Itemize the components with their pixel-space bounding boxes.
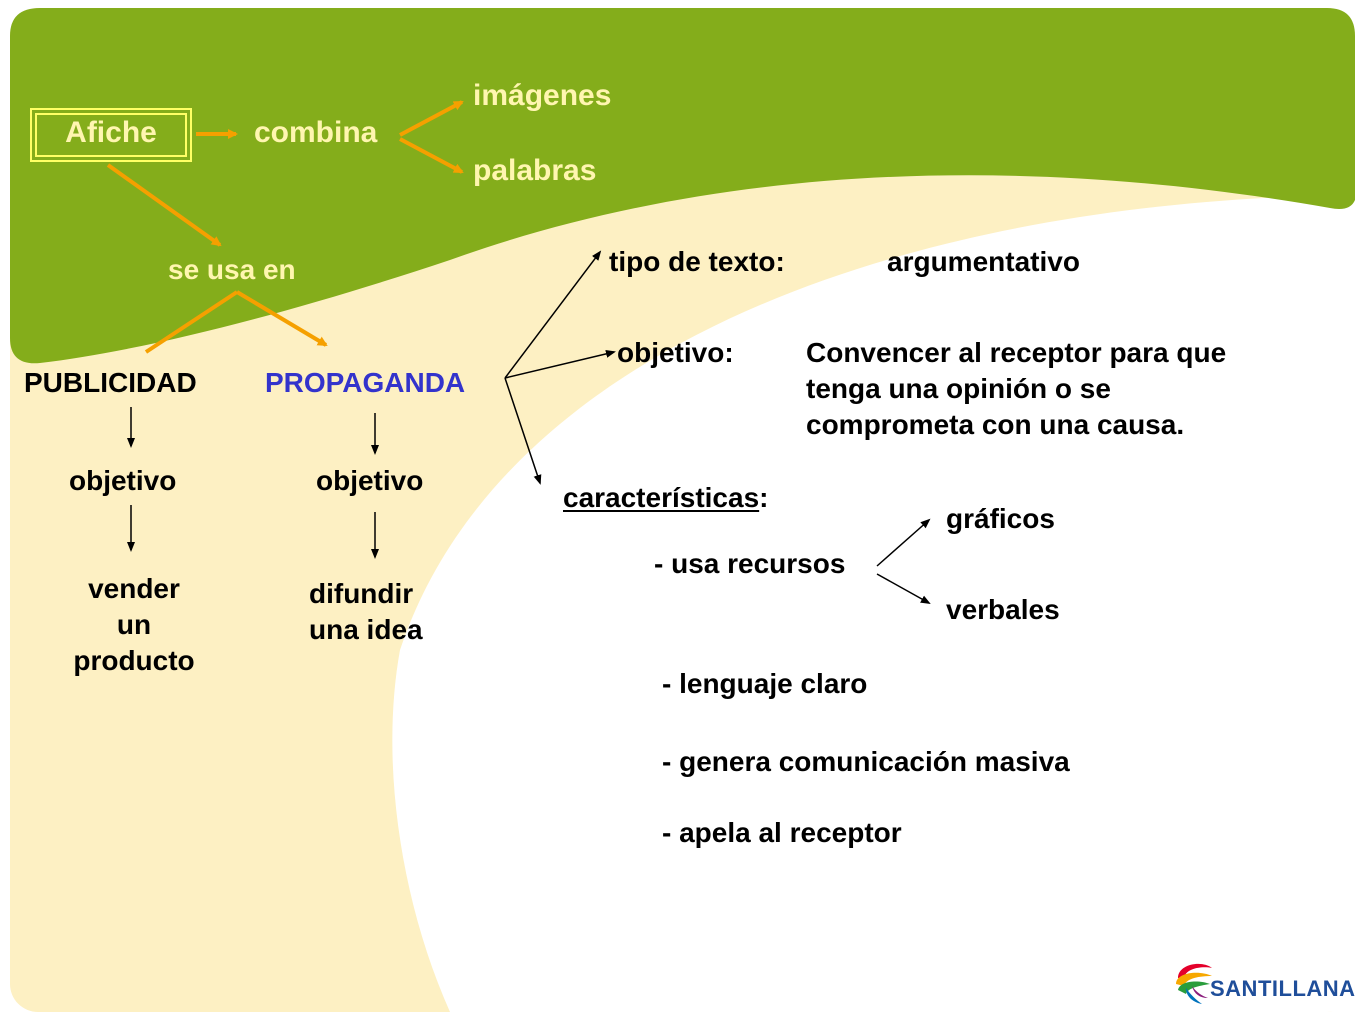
node-objetivo-propaganda: objetivo (316, 465, 424, 496)
tipo-label: tipo de texto: (609, 246, 785, 277)
caracteristica-apela: - apela al receptor (662, 817, 902, 848)
white-curve-region (392, 195, 1355, 1012)
node-combina: combina (254, 116, 378, 149)
tipo-value: argumentativo (887, 246, 1080, 277)
caracteristica-lenguaje: - lenguaje claro (662, 668, 868, 699)
arrow-propaganda-objetivo-detail (504, 349, 616, 379)
arrow-afiche-seusaen (106, 163, 222, 247)
node-objetivo-publicidad: objetivo (69, 465, 177, 496)
node-difundir: difundir (309, 578, 414, 609)
node-vender: vender (88, 573, 180, 604)
recurso-graficos: gráficos (946, 503, 1055, 534)
objetivo-line-1: Convencer al receptor para que (806, 337, 1227, 368)
usa-recursos: - usa recursos (654, 548, 846, 579)
arrow-combina-palabras (399, 137, 464, 174)
arrow-combina-imagenes (399, 100, 464, 137)
node-palabras: palabras (473, 154, 597, 187)
caracteristicas-colon: : (759, 482, 769, 513)
arrow-recursos-verbales (876, 573, 931, 604)
objetivo-line-3: comprometa con una causa. (806, 409, 1185, 440)
node-un: un (116, 609, 152, 640)
objetivo-label: objetivo: (617, 337, 734, 368)
arrow-propaganda-tipo (504, 250, 602, 379)
arrow-recursos-graficos (876, 518, 931, 567)
node-propaganda: PROPAGANDA (265, 367, 466, 398)
recurso-verbales: verbales (946, 594, 1060, 625)
node-imagenes: imágenes (473, 79, 612, 112)
santillana-logo-text: SANTILLANA (1210, 976, 1356, 1001)
node-publicidad: PUBLICIDAD (24, 367, 197, 398)
node-una-idea: una idea (309, 614, 423, 645)
caracteristica-genera: - genera comunicación masiva (662, 746, 1070, 777)
afiche-box (30, 108, 192, 162)
node-se-usa-en: se usa en (168, 254, 296, 285)
caracteristicas-heading: características: (563, 480, 768, 516)
green-header-band (10, 8, 1355, 364)
objetivo-line-2: tenga una opinión o se (806, 373, 1111, 404)
arrow-seusaen-propaganda (235, 290, 328, 347)
node-afiche: Afiche (65, 116, 157, 149)
caracteristicas-label: características (563, 482, 760, 513)
arrow-propaganda-caracteristicas (504, 377, 542, 485)
santillana-swirl-icon (1176, 963, 1212, 1004)
line-seusaen-publicidad (144, 290, 239, 354)
node-producto: producto (73, 645, 195, 676)
